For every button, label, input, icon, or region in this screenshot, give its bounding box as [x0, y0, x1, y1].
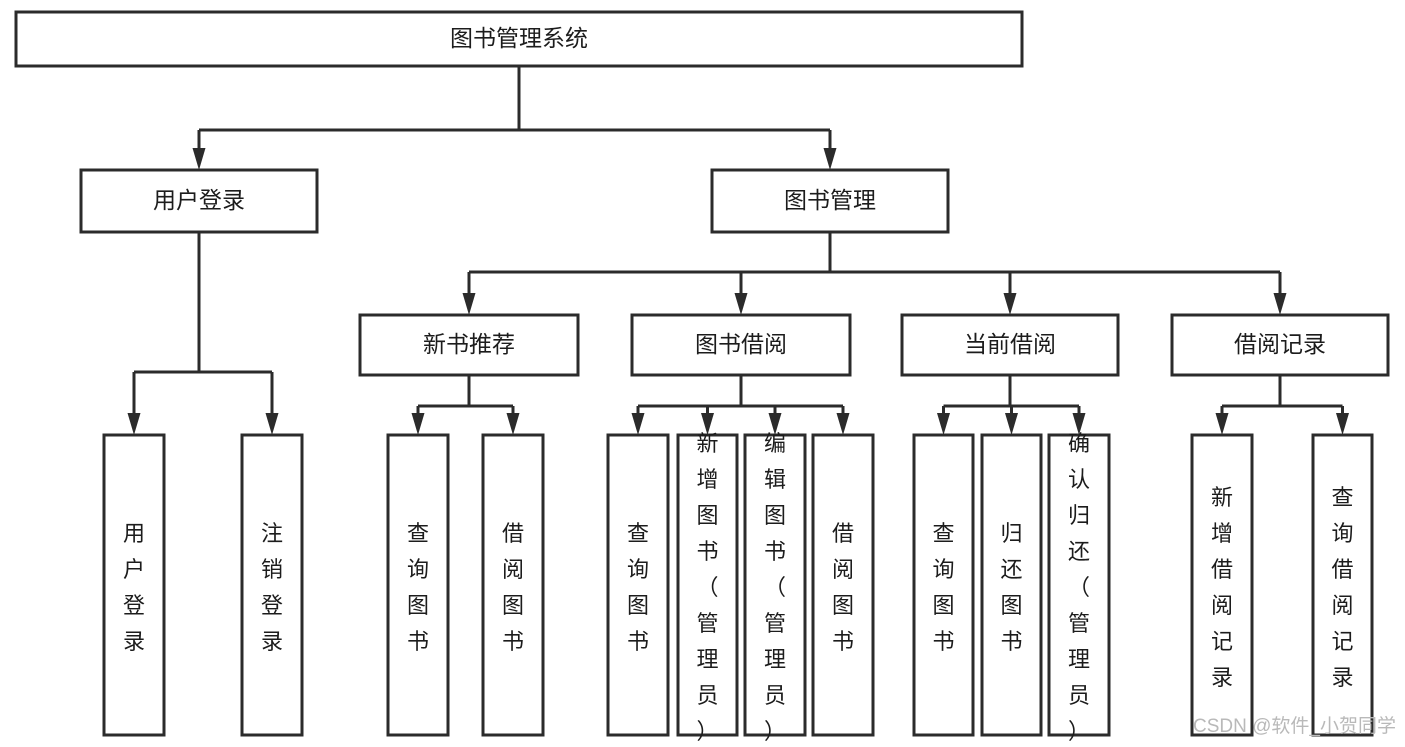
node-label: 借阅记录 [1234, 331, 1326, 357]
book-borrow-to-leaves-arrow-1 [701, 413, 714, 435]
node-leaf-add-book-admin[interactable]: 新增图书（管理员） [676, 431, 739, 744]
node-book-borrow[interactable]: 图书借阅 [630, 313, 852, 377]
node-label: 图书借阅 [695, 331, 787, 357]
csdn-watermark: CSDN @软件_小贺同学 [1193, 715, 1396, 737]
node-user-login[interactable]: 用户登录 [79, 168, 319, 234]
node-box [980, 433, 1043, 737]
root-to-level2-arrow-1 [823, 148, 837, 170]
node-leaf-edit-book-admin[interactable]: 编辑图书（管理员） [743, 431, 807, 744]
node-leaf-query-borrow-record[interactable]: 查询借阅记录 [1311, 433, 1374, 737]
node-box [900, 313, 1120, 377]
node-leaf-return-book[interactable]: 归还图书 [980, 433, 1043, 737]
node-layer: 图书管理系统用户登录图书管理新书推荐图书借阅当前借阅借阅记录用户登录注销登录查询… [14, 10, 1390, 744]
node-leaf-query-book-1[interactable]: 查询图书 [386, 433, 450, 737]
node-new-book-recommend[interactable]: 新书推荐 [358, 313, 580, 377]
node-box [102, 433, 166, 737]
node-box [1311, 433, 1374, 737]
node-label: 新增图书（管理员） [696, 431, 718, 744]
node-label: 借阅图书 [832, 521, 854, 654]
book-management-to-level3-arrow-2 [1003, 293, 1017, 315]
book-management-to-level3-arrow-1 [734, 293, 748, 315]
node-current-borrow[interactable]: 当前借阅 [900, 313, 1120, 377]
node-box [606, 433, 670, 737]
book-borrow-to-leaves-arrow-0 [631, 413, 645, 435]
user-login-to-leaves-arrow-0 [127, 413, 141, 435]
node-label: 用户登录 [123, 521, 145, 654]
book-borrow-to-leaves-arrow-2 [768, 413, 782, 435]
node-label: 查询图书 [627, 521, 649, 654]
node-box [743, 433, 807, 737]
node-label: 当前借阅 [964, 331, 1056, 357]
node-box [358, 313, 580, 377]
book-management-to-level3-arrow-0 [462, 293, 476, 315]
node-box [1047, 433, 1111, 737]
user-login-to-leaves-arrow-1 [265, 413, 279, 435]
node-label: 查询图书 [932, 521, 954, 654]
node-label: 图书管理系统 [450, 25, 588, 51]
new-book-recommend-to-leaves-arrow-0 [411, 413, 425, 435]
node-leaf-borrow-book-1[interactable]: 借阅图书 [481, 433, 545, 737]
node-label: 新书推荐 [423, 331, 515, 357]
node-box [811, 433, 875, 737]
node-label: 确认归还（管理员） [1068, 431, 1090, 744]
node-box [79, 168, 319, 234]
node-box [912, 433, 975, 737]
new-book-recommend-to-leaves-arrow-1 [506, 413, 520, 435]
node-box [630, 313, 852, 377]
node-box [14, 10, 1024, 68]
node-label: 借阅图书 [502, 521, 524, 654]
node-box [710, 168, 950, 234]
node-label: 编辑图书（管理员） [764, 431, 786, 744]
node-root[interactable]: 图书管理系统 [14, 10, 1024, 68]
node-box [1170, 313, 1390, 377]
node-label: 图书管理 [784, 187, 876, 213]
node-borrow-record[interactable]: 借阅记录 [1170, 313, 1390, 377]
root-to-level2-arrow-0 [192, 148, 206, 170]
node-label: 注销登录 [261, 521, 283, 654]
node-leaf-query-book-3[interactable]: 查询图书 [912, 433, 975, 737]
node-label: 用户登录 [153, 187, 245, 213]
node-box [481, 433, 545, 737]
node-leaf-logout-login[interactable]: 注销登录 [240, 433, 304, 737]
node-label: 新增借阅记录 [1211, 485, 1233, 690]
node-box [1190, 433, 1254, 737]
borrow-record-to-leaves-arrow-1 [1336, 413, 1349, 435]
book-borrow-to-leaves-arrow-3 [836, 413, 850, 435]
node-box [386, 433, 450, 737]
node-label: 归还图书 [1000, 521, 1022, 654]
node-box [240, 433, 304, 737]
node-leaf-query-book-2[interactable]: 查询图书 [606, 433, 670, 737]
node-box [676, 433, 739, 737]
connector-layer [127, 66, 1349, 435]
node-leaf-confirm-return-admin[interactable]: 确认归还（管理员） [1047, 431, 1111, 744]
node-label: 查询图书 [407, 521, 429, 654]
current-borrow-to-leaves-arrow-0 [937, 413, 950, 435]
node-leaf-add-borrow-record[interactable]: 新增借阅记录 [1190, 433, 1254, 737]
node-label: 查询借阅记录 [1331, 485, 1353, 690]
node-leaf-borrow-book-2[interactable]: 借阅图书 [811, 433, 875, 737]
node-book-management[interactable]: 图书管理 [710, 168, 950, 234]
node-leaf-user-login[interactable]: 用户登录 [102, 433, 166, 737]
book-management-to-level3-arrow-3 [1273, 293, 1287, 315]
current-borrow-to-leaves-arrow-1 [1005, 413, 1018, 435]
borrow-record-to-leaves-arrow-0 [1215, 413, 1229, 435]
current-borrow-to-leaves-arrow-2 [1072, 413, 1086, 435]
